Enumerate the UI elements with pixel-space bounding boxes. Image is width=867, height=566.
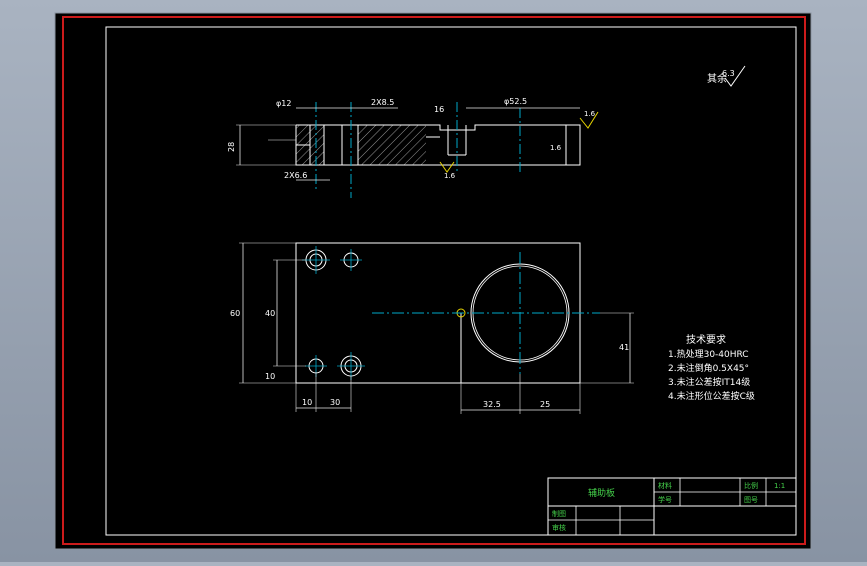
dim-325: 32.5 bbox=[483, 400, 501, 409]
dim-dia12: φ12 bbox=[276, 99, 291, 108]
tech-title: 技术要求 bbox=[686, 333, 726, 346]
model-space-frame bbox=[54, 12, 812, 550]
dim-phi525: φ52.5 bbox=[504, 97, 527, 106]
dim-10-v: 10 bbox=[265, 372, 275, 381]
tech-item-3: 3.未注公差按IT14级 bbox=[668, 376, 750, 388]
dim-2x66: 2X6.6 bbox=[284, 171, 307, 180]
technical-requirements: 技术要求 1.热处理30-40HRC 2.未注倒角0.5X45° 3.未注公差按… bbox=[668, 333, 755, 402]
tb-scale-value: 1:1 bbox=[774, 482, 785, 490]
dim-2x85: 2X8.5 bbox=[371, 98, 394, 107]
section-outline bbox=[295, 124, 581, 166]
roughness-value: 6.3 bbox=[722, 69, 735, 78]
tech-item-2: 2.未注倒角0.5X45° bbox=[668, 362, 749, 374]
roughness-note: 其余 6.3 bbox=[707, 65, 746, 87]
drawing-frame bbox=[105, 26, 797, 536]
rough-16b: 1.6 bbox=[584, 110, 596, 118]
surf-16: 1.6 bbox=[550, 144, 562, 152]
roughness-symbol bbox=[724, 65, 746, 87]
dim-40: 40 bbox=[265, 309, 275, 318]
dim-41: 41 bbox=[619, 343, 629, 352]
tb-material-label: 材料 bbox=[658, 481, 672, 490]
roughness-note-text: 其余 bbox=[707, 72, 727, 85]
section-hatch-mid bbox=[358, 125, 426, 165]
tb-sheet-label: 图号 bbox=[744, 496, 758, 504]
plan-view: 60 40 10 10 30 32.5 25 41 bbox=[230, 242, 634, 414]
sheet-border-red bbox=[62, 16, 806, 545]
tb-checked-label: 审核 bbox=[552, 523, 566, 532]
surface-mark-2 bbox=[579, 111, 599, 129]
section-view: φ12 2X8.5 φ52.5 16 28 2X6.6 1.6 1.6 1.6 bbox=[227, 97, 599, 198]
tb-dept-label: 学号 bbox=[658, 495, 672, 504]
tech-item-4: 4.未注形位公差按C级 bbox=[668, 390, 755, 402]
dim-16: 16 bbox=[434, 105, 444, 114]
tb-part-name: 辅助板 bbox=[588, 487, 615, 499]
dim-10: 10 bbox=[302, 398, 312, 407]
rough-16: 1.6 bbox=[444, 172, 456, 180]
dim-height: 28 bbox=[227, 142, 236, 152]
tb-drawn-label: 制图 bbox=[552, 509, 566, 518]
title-block: 辅助板 材料 学号 比例 1:1 图号 制图 审核 bbox=[547, 477, 797, 536]
tb-scale-label: 比例 bbox=[744, 481, 758, 490]
dim-30: 30 bbox=[330, 398, 340, 407]
dim-60: 60 bbox=[230, 309, 240, 318]
tech-item-1: 1.热处理30-40HRC bbox=[668, 348, 749, 360]
dim-25: 25 bbox=[540, 400, 550, 409]
surface-mark-1 bbox=[439, 161, 455, 173]
